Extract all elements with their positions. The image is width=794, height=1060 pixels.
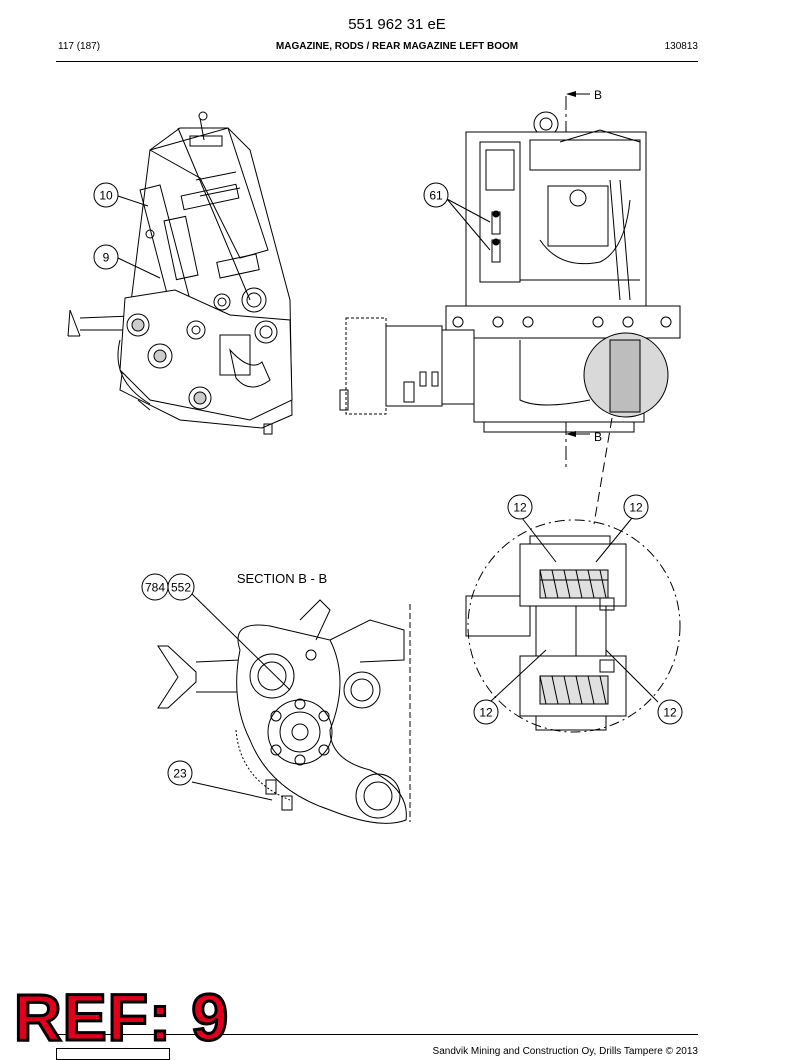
- section-marker-bottom: B: [594, 430, 602, 444]
- callout-leaders: [117, 195, 659, 801]
- callout-784-label: 784: [145, 581, 165, 595]
- callout-10: [93, 182, 119, 208]
- callout-12-top-right: [623, 494, 649, 520]
- callout-10-label: 10: [99, 189, 113, 203]
- detail-circle-view: [465, 519, 681, 733]
- callout-23-label: 23: [173, 767, 187, 781]
- callout-bubbles: [93, 182, 683, 786]
- page-title: MAGAZINE, RODS / REAR MAGAZINE LEFT BOOM: [275, 41, 519, 52]
- callout-23: [167, 760, 193, 786]
- callout-12-top-left: [507, 494, 533, 520]
- callout-12b-label: 12: [629, 501, 643, 515]
- callout-61-label: 61: [429, 189, 443, 203]
- callout-12c-label: 12: [479, 706, 493, 720]
- document-code: 130813: [664, 41, 698, 52]
- callout-12-bottom-left: [473, 699, 499, 725]
- callout-12d-label: 12: [663, 706, 677, 720]
- footer-copyright: Sandvik Mining and Construction Oy, Dril…: [432, 1046, 698, 1057]
- callout-9-label: 9: [103, 251, 110, 265]
- document-number: 551 962 31 eE: [348, 16, 446, 33]
- callout-labels: 10 9 61 12 12 12 12 784 552 23 B B SECTI…: [99, 88, 677, 781]
- ref-stamp: REF: 9: [12, 980, 230, 1054]
- left-magazine-view: [67, 111, 293, 435]
- right-front-view: [339, 91, 681, 525]
- header-rule: [56, 61, 698, 62]
- callout-12a-label: 12: [513, 501, 527, 515]
- footer-rule: [56, 1034, 698, 1035]
- callout-552-label: 552: [171, 581, 191, 595]
- callout-12-bottom-right: [657, 699, 683, 725]
- callout-552: [167, 573, 195, 601]
- section-title: SECTION B - B: [237, 571, 327, 586]
- section-b-b-view: [157, 599, 411, 824]
- callout-9: [93, 244, 119, 270]
- page-number: 117 (187): [58, 41, 101, 52]
- callout-61: [423, 182, 449, 208]
- section-marker-top: B: [594, 88, 602, 102]
